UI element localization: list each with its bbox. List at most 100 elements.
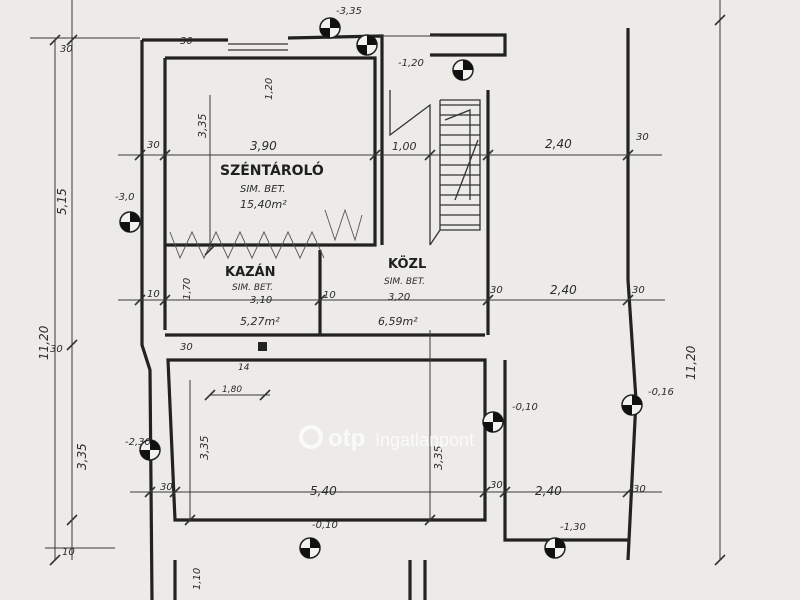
dim-window-height: 1,20 bbox=[264, 78, 275, 100]
watermark-brand: otp bbox=[328, 425, 365, 452]
dimension-tick bbox=[66, 514, 78, 526]
dim-mid-height: 3,35 bbox=[432, 446, 445, 471]
dim-wall-far-left: 30 bbox=[50, 344, 63, 355]
level-marker-icon bbox=[119, 211, 141, 233]
dim-left-upper: 5,15 bbox=[55, 188, 69, 215]
dimension-tick bbox=[169, 486, 181, 498]
dimension-tick bbox=[259, 389, 271, 401]
dimension-tick bbox=[204, 389, 216, 401]
storage-wall bbox=[165, 56, 377, 247]
level-bottom-center: -0,10 bbox=[312, 520, 338, 531]
dimension-tick bbox=[369, 149, 381, 161]
top-right-block bbox=[430, 33, 507, 57]
level-marker-icon bbox=[319, 17, 341, 39]
level-marker-icon bbox=[356, 34, 378, 56]
dim-right-mid: 2,40 bbox=[550, 283, 577, 297]
dimension-tick bbox=[184, 514, 196, 526]
level-marker-icon bbox=[621, 394, 643, 416]
zigzag-wall bbox=[169, 208, 363, 260]
dim-wall-top-left: 30 bbox=[180, 36, 193, 47]
dim-small-14: 14 bbox=[238, 363, 250, 373]
dim-wall-left-1: 30 bbox=[147, 140, 160, 151]
dimension-tick bbox=[482, 149, 494, 161]
dimension-tick bbox=[714, 554, 726, 566]
dim-right-total: 11,20 bbox=[684, 345, 698, 380]
level-marker-icon bbox=[452, 59, 474, 81]
column-marker bbox=[258, 342, 267, 351]
dim-wall-far-top: 30 bbox=[60, 44, 73, 55]
dim-wall-mid-3: 30 bbox=[490, 480, 503, 491]
dimension-tick bbox=[134, 294, 146, 306]
dim-wall-right-1: 30 bbox=[636, 132, 649, 143]
level-top: -3,35 bbox=[336, 6, 362, 17]
dim-left-total: 11,20 bbox=[37, 325, 51, 360]
dim-wall-mid-10: 10 bbox=[323, 290, 336, 301]
dimension-tick bbox=[66, 34, 78, 46]
dim-stair-width: 1,00 bbox=[392, 140, 417, 153]
level-left-mid: -3,0 bbox=[115, 192, 135, 203]
level-bottom-right: -1,30 bbox=[560, 522, 586, 533]
dimension-labels: 11,20 11,20 5,15 3,35 3,90 3,35 1,00 2,4… bbox=[37, 36, 698, 590]
dimension-tick bbox=[622, 149, 634, 161]
lower-right-wall bbox=[503, 360, 628, 542]
dimension-tick bbox=[204, 244, 216, 256]
boiler-room-floor: SIM. BET. bbox=[232, 283, 273, 293]
lower-room-wall bbox=[166, 358, 487, 522]
dim-wall-right-3: 30 bbox=[633, 484, 646, 495]
dim-bottom-span: 5,40 bbox=[310, 484, 337, 498]
outer-left-wall bbox=[140, 40, 154, 600]
level-labels: -3,35 -1,20 -3,0 -2,30 -0,16 -0,10 -0,10… bbox=[115, 6, 674, 533]
dim-wall-left-10: 10 bbox=[147, 289, 160, 300]
dim-right-low: 2,40 bbox=[535, 484, 562, 498]
level-center: -0,10 bbox=[512, 402, 538, 413]
dim-storage-width: 3,90 bbox=[250, 139, 277, 153]
level-marker-icon bbox=[482, 411, 504, 433]
dimension-lines bbox=[30, 0, 726, 566]
dimension-tick bbox=[622, 486, 634, 498]
staircase bbox=[389, 90, 481, 246]
dim-wall-bottom-left: 10 bbox=[62, 547, 75, 558]
dimension-tick bbox=[482, 294, 494, 306]
room-labels: SZÉNTÁROLÓ SIM. BET. 15,40m² KAZÁN SIM. … bbox=[220, 161, 426, 328]
corridor-room-floor: SIM. BET. bbox=[384, 277, 425, 287]
dimension-tick bbox=[159, 294, 171, 306]
dim-small-110: 1,10 bbox=[192, 568, 203, 590]
corridor-room-name: KÖZL bbox=[388, 256, 426, 272]
dim-boiler-height: 1,70 bbox=[182, 278, 193, 300]
level-marker-icon bbox=[544, 537, 566, 559]
bottom-stub-walls bbox=[173, 560, 427, 600]
watermark-suffix: Ingatlanpont bbox=[375, 430, 474, 450]
level-upper-right: -1,20 bbox=[398, 58, 424, 69]
level-marker-icon bbox=[139, 439, 161, 461]
dimension-tick bbox=[499, 486, 511, 498]
dimension-tick bbox=[714, 14, 726, 26]
boiler-room-height: 3,10 bbox=[250, 295, 272, 306]
watermark: otp Ingatlanpont bbox=[299, 425, 474, 452]
level-marker-icon bbox=[299, 537, 321, 559]
dimension-tick bbox=[314, 294, 326, 306]
dimension-tick bbox=[144, 486, 156, 498]
dim-wall-mid-2: 30 bbox=[490, 285, 503, 296]
dim-wall-right-2: 30 bbox=[632, 285, 645, 296]
dimension-tick bbox=[66, 339, 78, 351]
dimension-tick bbox=[49, 34, 61, 46]
top-window bbox=[228, 43, 288, 51]
corridor-room-area: 6,59m² bbox=[378, 315, 418, 328]
watermark-logo-icon bbox=[299, 425, 323, 449]
dimension-tick bbox=[49, 554, 61, 566]
level-markers bbox=[119, 17, 643, 559]
storage-room-name: SZÉNTÁROLÓ bbox=[220, 161, 324, 179]
boiler-room-area: 5,27m² bbox=[240, 315, 280, 328]
dimension-tick bbox=[424, 149, 436, 161]
dimension-tick bbox=[134, 149, 146, 161]
storage-room-floor: SIM. BET. bbox=[240, 184, 286, 195]
corridor-room-height: 3,20 bbox=[388, 292, 410, 303]
level-left-low: -2,30 bbox=[125, 437, 151, 448]
dim-wall-left-2: 30 bbox=[180, 342, 193, 353]
level-right-mid: -0,16 bbox=[648, 387, 674, 398]
walls bbox=[140, 28, 638, 600]
boiler-room-name: KAZÁN bbox=[225, 264, 276, 280]
storage-room-area: 15,40m² bbox=[240, 198, 287, 211]
dim-left-lower: 3,35 bbox=[75, 443, 89, 470]
